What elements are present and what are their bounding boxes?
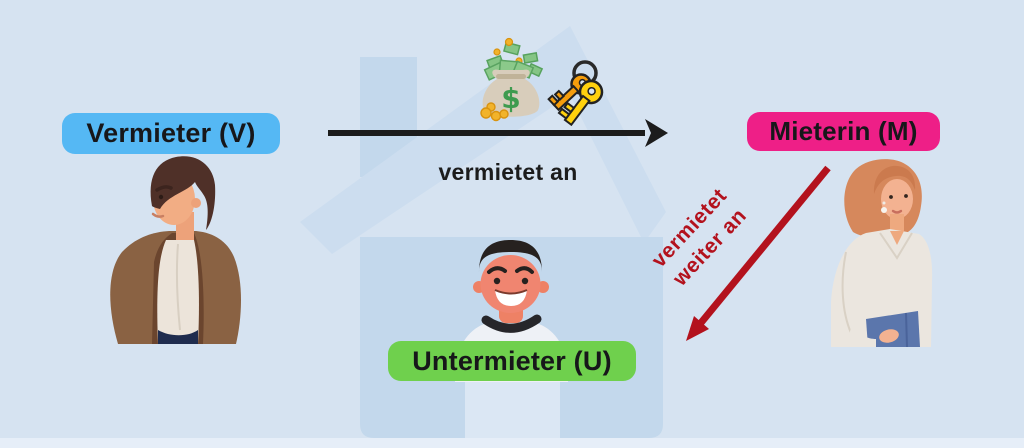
arrow-vermietet-weiter-an [686, 165, 831, 341]
house-door [465, 378, 560, 438]
node-mieterin-label: Mieterin (M) [769, 116, 918, 146]
house-roof [300, 26, 666, 254]
money-bag-icon: $ [480, 37, 544, 122]
svg-text:$: $ [501, 82, 520, 115]
edge-label-vermietet-an: vermietet an [438, 158, 578, 185]
baseline-strip [0, 438, 1024, 448]
arrow-vermietet-an [328, 119, 668, 147]
node-untermieter-label: Untermieter (U) [412, 345, 612, 376]
node-vermieter-label: Vermieter (V) [86, 118, 256, 148]
landlord-illustration [110, 156, 241, 344]
keys-icon [547, 60, 604, 127]
tenant-illustration [831, 159, 933, 348]
node-untermieter: Untermieter (U) [388, 341, 636, 381]
node-mieterin: Mieterin (M) [747, 112, 940, 151]
node-vermieter: Vermieter (V) [62, 113, 280, 154]
